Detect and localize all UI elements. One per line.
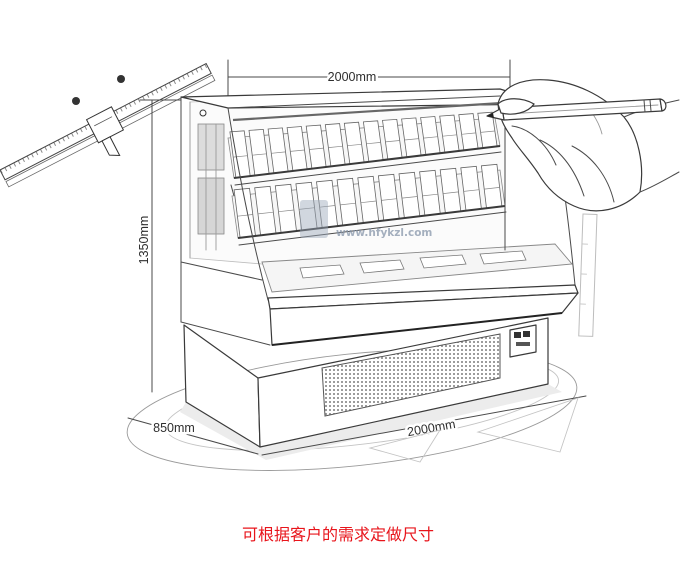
canopy-top	[180, 88, 549, 109]
product-label-line	[381, 198, 397, 201]
caliper-knob	[117, 75, 125, 83]
product-label-line	[257, 211, 274, 215]
caption: 可根据客户的需求定做尺寸	[242, 525, 434, 544]
product-label-line	[443, 191, 459, 194]
watermark-logo	[300, 200, 328, 238]
width-dimension-label: 2000mm	[328, 70, 377, 84]
product-label-line	[360, 200, 377, 204]
floor-outline	[126, 349, 578, 471]
shelf-lower-edge	[238, 211, 507, 246]
pencil-facet	[505, 104, 659, 115]
shelf-lower-products	[233, 163, 503, 239]
product-label-line	[233, 155, 248, 158]
shelf-upper-edge	[234, 151, 502, 186]
finger-contour	[571, 145, 615, 203]
product-label-line	[423, 136, 438, 139]
vertical-ruler	[578, 213, 598, 337]
product-label-line	[319, 205, 336, 208]
pencil-ferrule	[649, 99, 652, 112]
side-fitting	[199, 109, 207, 117]
canopy-light-strip	[232, 101, 503, 122]
deck-item	[419, 254, 467, 269]
condenser-grille	[321, 333, 501, 417]
deck-item	[299, 264, 345, 279]
product-label-line	[340, 202, 356, 206]
product-label-line	[385, 140, 400, 143]
depth-dimension-label: 850mm	[153, 421, 195, 435]
product-label-line	[461, 132, 476, 135]
product-label-line	[442, 134, 457, 137]
product-label-line	[290, 149, 305, 152]
caliper-knob	[72, 97, 80, 105]
caliper-slider	[85, 106, 125, 144]
pencil-lead	[487, 113, 494, 118]
control-panel	[509, 324, 537, 358]
control-display	[523, 331, 530, 337]
product-label-line	[347, 143, 362, 147]
finger-contour	[539, 139, 585, 197]
canopy-rim	[227, 95, 501, 109]
product-label-line	[278, 209, 294, 213]
caliper-detail	[94, 116, 113, 127]
shelf-upper-bracket	[230, 184, 235, 197]
set-square	[368, 429, 441, 463]
thumb	[497, 98, 535, 115]
cabinet-left-side	[180, 96, 271, 346]
product-label-line	[237, 214, 253, 217]
product-label-line	[480, 130, 495, 133]
control-button	[516, 342, 530, 346]
product-label-line	[252, 153, 267, 156]
product-label-line	[309, 147, 324, 150]
interior-left-fixture	[197, 177, 225, 235]
depth-dimension-line	[127, 417, 259, 455]
shelf-lower-rail	[237, 205, 506, 239]
product-label-line	[299, 207, 315, 210]
pencil-eraser	[659, 98, 667, 112]
product-label-line	[463, 189, 480, 192]
product-label-line	[404, 138, 419, 141]
finger-contour	[511, 125, 557, 166]
ruler-caliper	[0, 62, 216, 188]
product-label-line	[271, 151, 286, 154]
product-label-line	[401, 196, 418, 199]
base-shadow	[180, 384, 562, 460]
product-label-line	[366, 142, 381, 145]
set-square	[476, 397, 579, 453]
deck-item	[359, 259, 405, 274]
interior-left-fixture	[197, 123, 225, 171]
product-label-line	[422, 193, 438, 197]
deck-item	[479, 250, 527, 265]
product-label-line	[328, 145, 343, 148]
pencil-ferrule	[643, 99, 646, 113]
watermark-text: www.hfykzl.com	[336, 227, 432, 239]
product-label-line	[484, 187, 500, 190]
shelf-upper-rail	[233, 145, 501, 179]
height-dimension-label: 1350mm	[137, 216, 151, 265]
caliper-jaw	[101, 136, 121, 157]
left-side-bottom	[180, 261, 263, 281]
control-display	[514, 332, 521, 338]
body-front-edge	[271, 312, 563, 346]
vertical-ruler-body	[578, 213, 598, 337]
bottom-width-dimension-line	[261, 395, 587, 456]
